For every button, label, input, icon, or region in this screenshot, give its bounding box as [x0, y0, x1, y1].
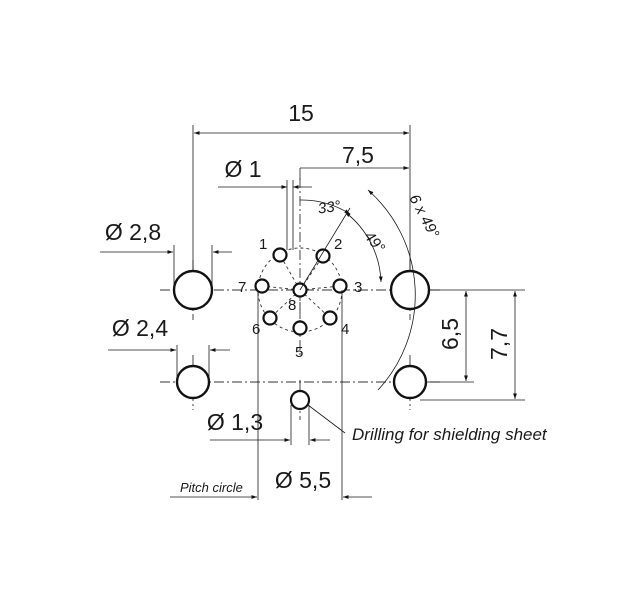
pin-hole-4: [322, 310, 338, 326]
dim-half-width-label: 7,5: [342, 142, 374, 168]
dim-width-total: 15: [192, 100, 411, 272]
angle-33-label: 33°: [317, 198, 342, 218]
dim-width-total-label: 15: [288, 100, 314, 126]
pin-hole-7: [254, 278, 270, 294]
pin-label-1: 1: [259, 236, 267, 253]
large-hole-right: [389, 269, 431, 311]
pin-hole-2: [315, 248, 331, 264]
pin-hole-3: [332, 278, 348, 294]
dim-shield-hole-label: Ø 1,3: [207, 409, 263, 435]
pin-label-6: 6: [252, 321, 260, 338]
dim-shield-hole: Ø 1,3: [207, 405, 330, 445]
pin-label-4: 4: [341, 321, 349, 338]
pin-numbers: 1 2 3 4 5 6 7 8: [238, 236, 362, 361]
pin-label-8: 8: [288, 297, 296, 314]
small-hole-right: [392, 364, 428, 400]
pitch-circle-note: Pitch circle: [180, 480, 243, 495]
dim-pin-diameter: Ø 1: [218, 156, 312, 250]
dim-vertical-2-label: 7,7: [486, 328, 512, 360]
shield-note-text: Drilling for shielding sheet: [352, 425, 548, 444]
pin-label-5: 5: [295, 344, 303, 361]
pin-hole-1: [272, 247, 288, 263]
dim-pitch-circle: Ø 5,5 Pitch circle: [170, 290, 372, 500]
shield-hole: [289, 389, 311, 411]
dim-large-hole-label: Ø 2,8: [105, 219, 161, 245]
dim-large-hole: Ø 2,8: [100, 219, 232, 290]
dim-vertical: 6,5 7,7: [420, 289, 525, 401]
dim-pin-diameter-label: Ø 1: [224, 156, 261, 182]
pin-label-2: 2: [334, 236, 342, 253]
large-hole-left: [172, 269, 214, 311]
dim-pitch-circle-label: Ø 5,5: [275, 467, 331, 493]
pin-label-3: 3: [354, 279, 362, 296]
dim-small-hole-label: Ø 2,4: [112, 315, 168, 341]
pin-hole-5: [292, 320, 308, 336]
angle-repeat-label: 6 x 49°: [405, 192, 442, 241]
pin-hole-6: [262, 310, 278, 326]
shield-note: Drilling for shielding sheet: [307, 404, 548, 444]
dim-small-hole: Ø 2,4: [108, 315, 230, 382]
pin-label-7: 7: [238, 279, 246, 296]
dim-vertical-1-label: 6,5: [437, 318, 463, 350]
dim-half-width: 7,5: [299, 142, 409, 180]
small-hole-left: [175, 364, 211, 400]
